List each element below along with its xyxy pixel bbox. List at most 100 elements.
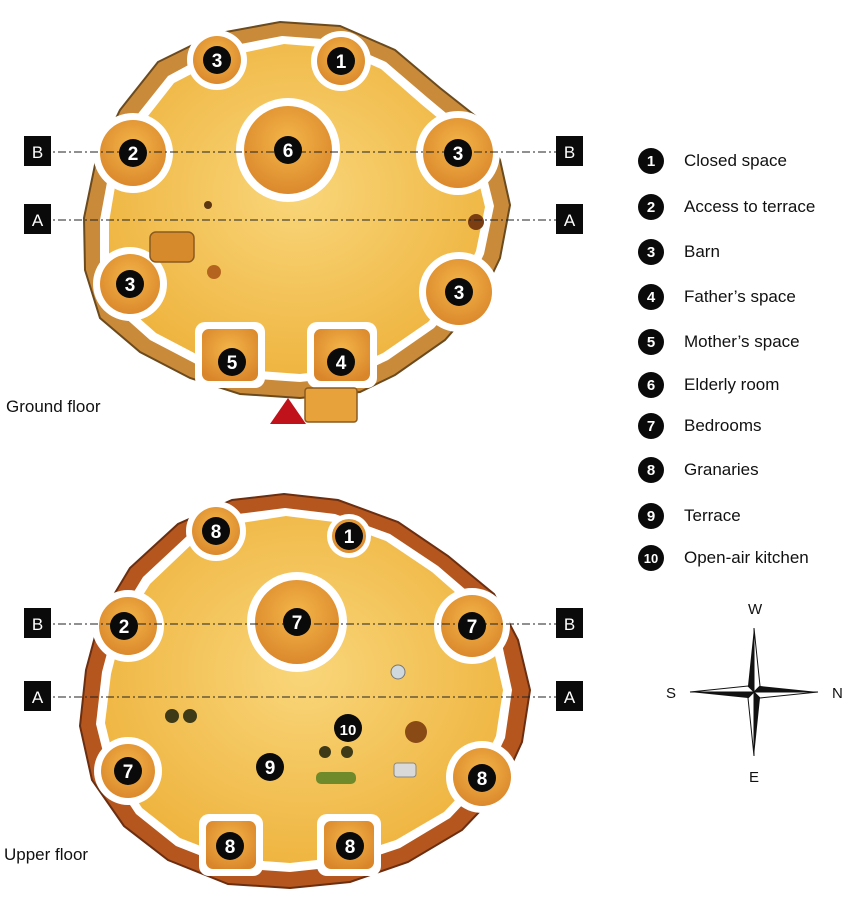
section-letter: A bbox=[564, 688, 576, 707]
ground-room-marker-dot bbox=[274, 136, 302, 164]
upper-room-marker-number: 7 bbox=[292, 613, 303, 634]
upper-room-marker-dot bbox=[458, 612, 486, 640]
upper-room-marker-dot bbox=[283, 608, 311, 636]
ground-room-marker-dot bbox=[116, 270, 144, 298]
ground-room-marker-dot bbox=[203, 46, 231, 74]
section-letter: A bbox=[564, 211, 576, 230]
legend-item: 1 Closed space bbox=[638, 146, 787, 176]
entrance-triangle bbox=[270, 398, 306, 424]
compass-arrow-top-light bbox=[753, 627, 761, 694]
upper-room-marker-dot bbox=[114, 757, 142, 785]
ground-floor-plan bbox=[82, 20, 512, 424]
upper-room-marker-dot bbox=[334, 714, 362, 742]
compass-arrow-top bbox=[748, 628, 754, 692]
ground-room-marker-number: 3 bbox=[454, 283, 465, 304]
upper-room-marker-number: 1 bbox=[344, 527, 355, 548]
section-box bbox=[556, 136, 583, 166]
upper-room-marker-number: 2 bbox=[119, 617, 130, 638]
section-box bbox=[24, 204, 51, 234]
ground-room-marker-dot bbox=[327, 47, 355, 75]
ground-hearth bbox=[204, 201, 212, 209]
legend-badge: 4 bbox=[638, 284, 664, 310]
ground-jar-right bbox=[468, 214, 484, 230]
legend-badge: 1 bbox=[638, 148, 664, 174]
upper-bowl bbox=[390, 664, 406, 680]
legend-item: 8 Granaries bbox=[638, 455, 759, 485]
compass-rose: W S N E bbox=[666, 601, 843, 786]
upper-room-marker-dot bbox=[256, 753, 284, 781]
ground-room-marker-number: 3 bbox=[212, 51, 223, 72]
upper-pot-2 bbox=[341, 746, 353, 758]
compass-arrow-right-light bbox=[752, 691, 819, 699]
section-letter: B bbox=[564, 615, 575, 634]
ground-room-marker-dot bbox=[445, 278, 473, 306]
ground-room-marker-number: 3 bbox=[125, 275, 136, 296]
ground-room-marker-dot bbox=[327, 348, 355, 376]
upper-room-marker-number: 7 bbox=[123, 762, 134, 783]
upper-jar-left bbox=[165, 709, 179, 723]
upper-stone bbox=[393, 762, 417, 778]
ground-room-marker-number: 4 bbox=[336, 353, 347, 374]
legend-item: 4 Father’s space bbox=[638, 282, 796, 312]
section-letter: A bbox=[32, 688, 44, 707]
compass-arrow-left-light bbox=[689, 685, 756, 693]
legend-label: Open-air kitchen bbox=[684, 548, 809, 567]
compass-arrow-left bbox=[690, 692, 754, 698]
legend-label: Barn bbox=[684, 242, 720, 261]
compass-arrow-right bbox=[754, 686, 818, 692]
upper-room-marker-dot bbox=[336, 832, 364, 860]
legend-item: 10 Open-air kitchen bbox=[638, 543, 809, 573]
legend-item: 7 Bedrooms bbox=[638, 411, 761, 441]
legend-badge: 7 bbox=[638, 413, 664, 439]
legend-badge: 10 bbox=[638, 545, 664, 571]
ground-room-marker-number: 3 bbox=[453, 144, 464, 165]
compass-arrow-bottom-light bbox=[747, 690, 755, 757]
upper-kitchen-trough bbox=[316, 772, 356, 784]
upper-room-marker-number: 10 bbox=[340, 722, 357, 739]
compass-arrow-bottom bbox=[754, 692, 760, 756]
legend-label: Granaries bbox=[684, 460, 759, 479]
ground-room-marker-dot bbox=[119, 139, 147, 167]
ground-forecourt bbox=[304, 387, 358, 423]
upper-room-marker-number: 8 bbox=[211, 522, 222, 543]
legend-label: Father’s space bbox=[684, 287, 796, 306]
legend-label: Bedrooms bbox=[684, 416, 762, 435]
legend-badge: 6 bbox=[638, 372, 664, 398]
legend-badge: 9 bbox=[638, 503, 664, 529]
ground-jar-left bbox=[207, 265, 221, 279]
upper-room-marker-number: 8 bbox=[345, 837, 356, 858]
legend-badge: 3 bbox=[638, 239, 664, 265]
compass-label-top: W bbox=[748, 601, 763, 618]
ground-room-marker-number: 5 bbox=[227, 353, 238, 374]
upper-room-marker-number: 8 bbox=[477, 769, 488, 790]
ground-room-marker-dot bbox=[444, 139, 472, 167]
section-box bbox=[24, 608, 51, 638]
compass-label-right: N bbox=[832, 685, 843, 702]
legend-badge: 8 bbox=[638, 457, 664, 483]
section-box bbox=[556, 204, 583, 234]
ground-room-marker-number: 1 bbox=[336, 52, 347, 73]
legend-item: 5 Mother’s space bbox=[638, 327, 800, 357]
legend-label: Terrace bbox=[684, 506, 741, 525]
ground-room-marker-number: 2 bbox=[128, 144, 139, 165]
compass-label-bottom: E bbox=[749, 769, 759, 786]
ground-bench bbox=[149, 231, 195, 263]
legend-item: 9 Terrace bbox=[638, 501, 741, 531]
section-box bbox=[24, 136, 51, 166]
legend-item: 6 Elderly room bbox=[638, 370, 779, 400]
section-letter: B bbox=[32, 143, 43, 162]
legend-item: 3 Barn bbox=[638, 237, 720, 267]
upper-room-marker-dot bbox=[335, 522, 363, 550]
upper-floor-plan bbox=[78, 492, 532, 890]
upper-room-marker-number: 8 bbox=[225, 837, 236, 858]
upper-room-marker-number: 7 bbox=[467, 617, 478, 638]
section-box bbox=[556, 608, 583, 638]
upper-room-marker-dot bbox=[468, 764, 496, 792]
legend-label: Closed space bbox=[684, 151, 788, 170]
upper-floor-label: Upper floor bbox=[4, 845, 89, 864]
upper-jar-left-2 bbox=[183, 709, 197, 723]
section-box bbox=[24, 681, 51, 711]
